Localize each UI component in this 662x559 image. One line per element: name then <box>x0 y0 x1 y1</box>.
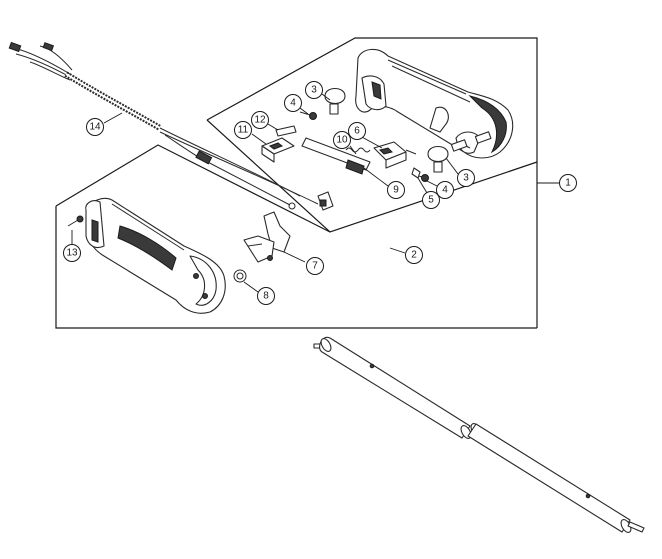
callout-11: 11 <box>234 121 252 139</box>
callout-4-upper: 4 <box>284 94 302 112</box>
callout-label: 1 <box>565 178 571 189</box>
switch-block-part <box>373 141 417 169</box>
screw-part-upper <box>299 111 317 120</box>
callout-1: 1 <box>559 174 577 192</box>
clamp-part-upper <box>324 87 346 115</box>
callout-label: 4 <box>442 185 448 196</box>
callout-4-lower: 4 <box>436 181 454 199</box>
callout-label: 9 <box>393 185 399 196</box>
drive-shaft-tube-part <box>313 336 645 533</box>
grip-screw-part <box>67 215 84 227</box>
trigger-spring-part <box>233 269 247 283</box>
callout-3-upper: 3 <box>305 81 323 99</box>
callout-label: 14 <box>89 122 101 133</box>
callout-14: 14 <box>86 118 104 136</box>
trigger-part <box>243 211 291 263</box>
assembly-box-2 <box>55 144 537 329</box>
clamp-part-lower <box>427 145 449 173</box>
lower-handle-grip-part <box>85 197 226 314</box>
leader-lines <box>71 93 559 293</box>
upper-handle-housing-part <box>355 48 514 159</box>
spring-part <box>345 147 371 153</box>
callout-label: 5 <box>428 195 434 206</box>
callout-10: 10 <box>333 131 351 149</box>
callout-3-lower: 3 <box>457 169 475 187</box>
callout-label: 12 <box>254 115 266 126</box>
callout-label: 10 <box>336 135 348 146</box>
callout-label: 8 <box>263 291 269 302</box>
callout-12: 12 <box>251 111 269 129</box>
callout-6: 6 <box>348 122 366 140</box>
callout-8: 8 <box>257 287 275 305</box>
throttle-cable-part <box>8 41 334 211</box>
callout-7: 7 <box>306 257 324 275</box>
callout-label: 13 <box>66 248 78 259</box>
callout-label: 4 <box>290 98 296 109</box>
callout-2: 2 <box>405 246 423 264</box>
callout-label: 6 <box>354 126 360 137</box>
callout-5: 5 <box>422 191 440 209</box>
small-pin-part <box>411 167 421 179</box>
callout-label: 11 <box>238 125 249 136</box>
callout-label: 7 <box>312 261 318 272</box>
callout-label: 3 <box>311 85 317 96</box>
callout-9: 9 <box>387 181 405 199</box>
callout-label: 2 <box>411 250 417 261</box>
callout-13: 13 <box>63 244 81 262</box>
pin-part <box>275 125 297 137</box>
switch-carrier-part <box>261 137 295 163</box>
callout-label: 3 <box>463 173 469 184</box>
